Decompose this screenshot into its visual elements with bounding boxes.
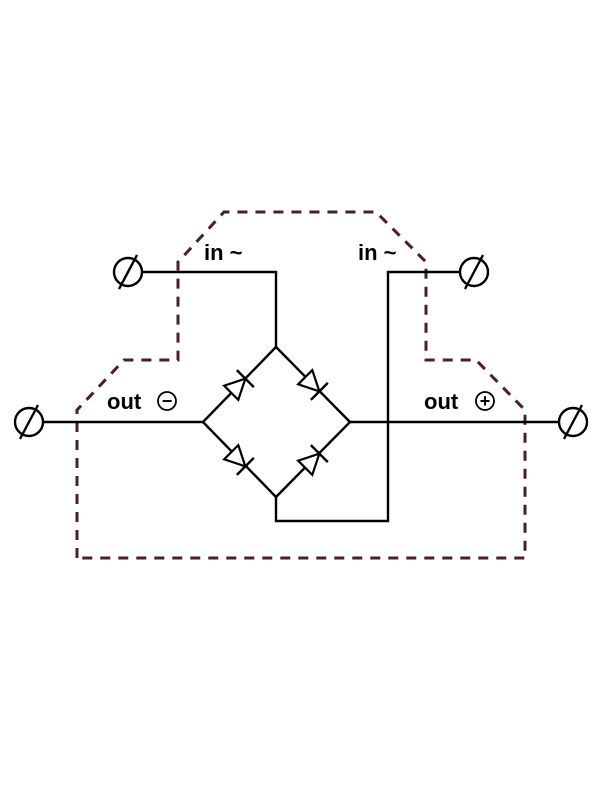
wire-in-left [142, 270, 278, 349]
module-housing-outline [75, 210, 527, 560]
diode-cathode-bar [236, 369, 255, 388]
terminal-out-positive[interactable] [557, 404, 589, 440]
label-out-negative: out [107, 389, 142, 414]
terminal-slash [117, 254, 139, 290]
diode-cathode-bar [236, 457, 255, 476]
terminal-in-left[interactable] [112, 254, 144, 290]
polarity-circle [157, 391, 177, 411]
terminal-slash [18, 404, 40, 440]
positive-sign: + [480, 391, 491, 411]
diode-top-right [296, 368, 329, 401]
diode-icon [296, 368, 322, 394]
terminal-out-negative[interactable] [13, 404, 45, 440]
diode-top-left [222, 369, 255, 402]
label-in-right: in ~ [358, 240, 397, 265]
terminal-in-right[interactable] [458, 254, 490, 290]
diode-bottom-left [222, 443, 255, 476]
diode-cathode-bar [310, 444, 329, 463]
terminal-slash [463, 254, 485, 290]
diode-bottom-right [296, 444, 329, 477]
polarity-circle [475, 391, 495, 411]
diode-icon [222, 443, 248, 469]
terminal-slash [562, 404, 584, 440]
diode-icon [222, 376, 248, 402]
label-in-left: in ~ [204, 240, 243, 265]
negative-sign: − [162, 391, 173, 411]
positive-polarity-icon: + [475, 391, 495, 411]
diode-icon [296, 451, 322, 477]
label-out-positive: out [424, 389, 459, 414]
wiring [40, 270, 562, 523]
diode-cathode-bar [310, 382, 329, 401]
negative-polarity-icon: − [157, 391, 177, 411]
wire-in-right [274, 270, 462, 523]
